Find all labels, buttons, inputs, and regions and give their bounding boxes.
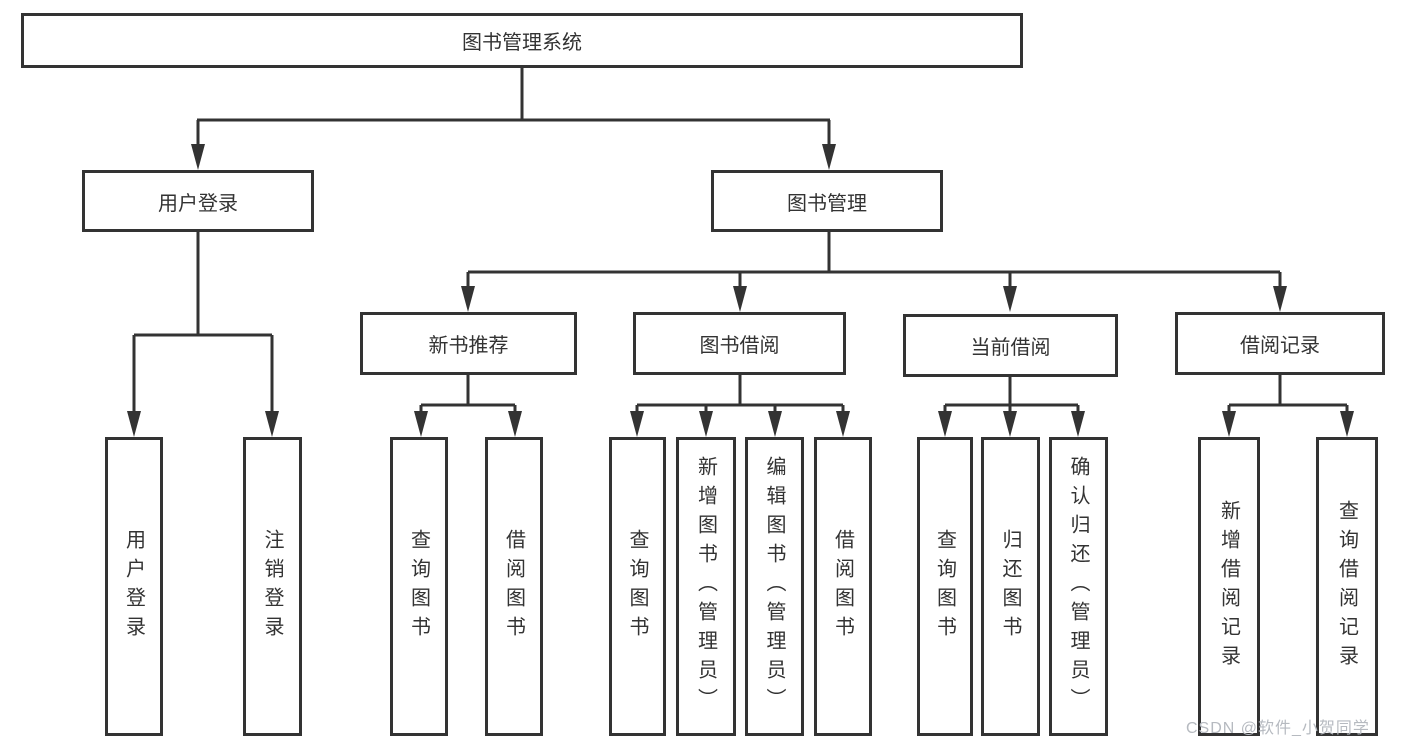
leaf-borrow-add-books-admin-label: 新增图书（管理员） [694, 456, 717, 717]
leaf-records-query-record: 查询借阅记录 [1316, 437, 1378, 736]
node-user-login-label: 用户登录 [158, 192, 238, 215]
leaf-recommend-borrow-books-label: 借阅图书 [502, 528, 525, 645]
leaf-user-login: 用户登录 [105, 437, 163, 736]
node-root-system-label: 图书管理系统 [462, 32, 582, 54]
leaf-borrow-edit-books-admin-label: 编辑图书（管理员） [763, 456, 785, 717]
node-new-book-recommend: 新书推荐 [360, 312, 577, 375]
leaf-records-add-record-label: 新增借阅记录 [1217, 499, 1240, 674]
leaf-borrow-query-books: 查询图书 [609, 437, 666, 736]
leaf-logout-login: 注销登录 [243, 437, 302, 736]
leaf-recommend-borrow-books: 借阅图书 [485, 437, 543, 736]
leaf-borrow-borrow-books: 借阅图书 [814, 437, 872, 736]
leaf-current-confirm-return-admin-label: 确认归还（管理员） [1067, 456, 1089, 717]
node-current-borrow-label: 当前借阅 [970, 337, 1051, 359]
leaf-borrow-query-books-label: 查询图书 [626, 528, 648, 645]
node-borrow-records: 借阅记录 [1175, 312, 1385, 375]
node-new-book-recommend-label: 新书推荐 [428, 335, 509, 357]
leaf-user-login-label: 用户登录 [122, 528, 145, 645]
leaf-borrow-edit-books-admin: 编辑图书（管理员） [745, 437, 804, 736]
node-book-borrow: 图书借阅 [633, 312, 846, 375]
leaf-borrow-borrow-books-label: 借阅图书 [831, 528, 854, 645]
node-current-borrow: 当前借阅 [903, 314, 1118, 377]
leaf-records-add-record: 新增借阅记录 [1198, 437, 1260, 736]
node-user-login: 用户登录 [82, 170, 314, 232]
leaf-logout-login-label: 注销登录 [261, 528, 283, 645]
leaf-current-query-books-label: 查询图书 [933, 528, 956, 645]
leaf-current-return-books-label: 归还图书 [999, 528, 1021, 645]
node-book-management: 图书管理 [711, 170, 943, 232]
leaf-records-query-record-label: 查询借阅记录 [1335, 499, 1358, 674]
csdn-watermark: CSDN @软件_小贺同学 [1186, 720, 1370, 737]
node-book-borrow-label: 图书借阅 [699, 335, 780, 357]
leaf-current-query-books: 查询图书 [917, 437, 973, 736]
leaf-recommend-query-books-label: 查询图书 [407, 528, 430, 645]
leaf-current-return-books: 归还图书 [981, 437, 1040, 736]
leaf-borrow-add-books-admin: 新增图书（管理员） [676, 437, 736, 736]
node-book-management-label: 图书管理 [787, 192, 867, 215]
leaf-current-confirm-return-admin: 确认归还（管理员） [1049, 437, 1108, 736]
node-borrow-records-label: 借阅记录 [1240, 335, 1320, 357]
node-root-system: 图书管理系统 [21, 13, 1023, 68]
leaf-recommend-query-books: 查询图书 [390, 437, 448, 736]
